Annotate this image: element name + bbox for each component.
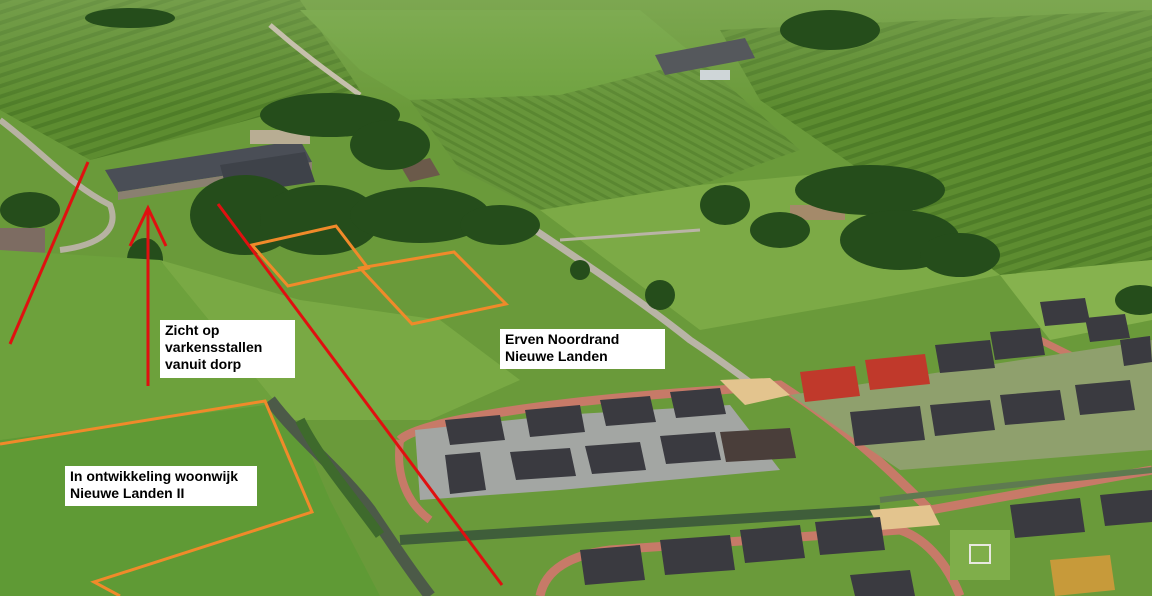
country-road (0, 117, 116, 253)
pig-barn-long (105, 140, 312, 192)
label-north-edge-line-1: Erven Noordrand (505, 331, 620, 347)
label-pig-barns-view: Zicht op varkensstallen vanuit dorp (160, 320, 295, 378)
sight-line-left (8, 161, 90, 345)
label-development-line-1: In ontwikkeling woonwijk (70, 468, 239, 484)
plot-outline-north-2 (357, 250, 510, 326)
label-pig-barns-line-1: Zicht op (165, 322, 220, 338)
country-road-east (518, 217, 763, 393)
square-plaza (720, 378, 790, 405)
houses (445, 298, 1152, 596)
label-development-line-2: Nieuwe Landen II (70, 485, 185, 501)
sight-line-arrowhead (128, 204, 168, 247)
sight-line-right (216, 203, 504, 586)
label-pig-barns-line-3: vanuit dorp (165, 356, 242, 372)
label-development-area: In ontwikkeling woonwijk Nieuwe Landen I… (65, 466, 257, 506)
plot-outline-development (0, 399, 315, 596)
tree-belt (0, 8, 1152, 315)
label-north-edge-plots: Erven Noordrand Nieuwe Landen (500, 329, 665, 369)
label-north-edge-line-2: Nieuwe Landen (505, 348, 608, 364)
farm-shed-top (655, 38, 755, 75)
ditch (265, 396, 435, 596)
farm-track (268, 23, 362, 98)
label-pig-barns-line-2: varkensstallen (165, 339, 263, 355)
